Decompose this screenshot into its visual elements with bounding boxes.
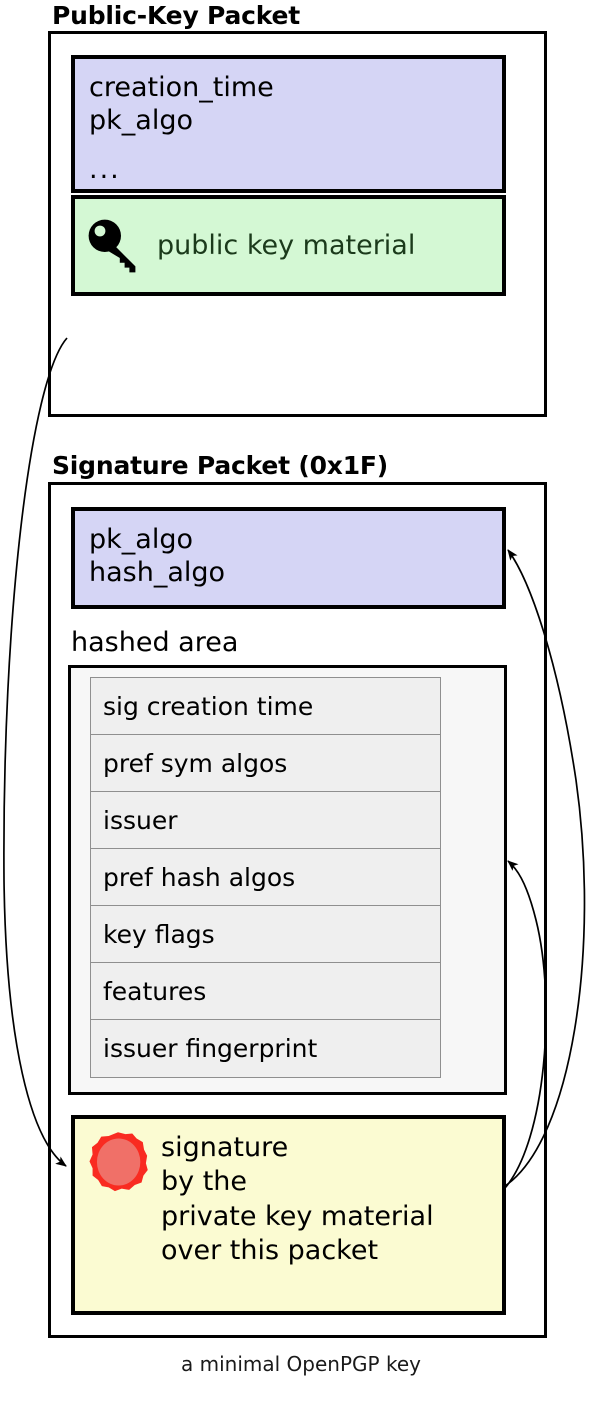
public-key-packet-title: Public-Key Packet: [52, 1, 301, 30]
public-key-metadata-box: creation_time pk_algo ...: [71, 55, 506, 193]
hashed-area-box: sig creation time pref sym algos issuer …: [68, 665, 507, 1095]
list-item: key flags: [91, 906, 440, 963]
public-key-packet-frame: creation_time pk_algo ... public key mat…: [48, 31, 547, 417]
list-item: pref hash algos: [91, 849, 440, 906]
signature-block-box: signature by the private key material ov…: [71, 1115, 506, 1315]
list-item: sig creation time: [91, 678, 440, 735]
signature-line-3: private key material: [161, 1200, 434, 1232]
sig-meta-line-pk-algo: pk_algo: [89, 524, 193, 555]
signature-line-4: over this packet: [161, 1234, 379, 1266]
signature-line-2: by the: [161, 1166, 248, 1198]
signature-packet-frame: pk_algo hash_algo hashed area sig creati…: [48, 482, 547, 1338]
signature-line-1: signature: [161, 1132, 289, 1163]
public-key-material-label: public key material: [157, 229, 416, 261]
signature-packet-metadata-box: pk_algo hash_algo: [71, 507, 506, 609]
signature-packet-title: Signature Packet (0x1F): [52, 451, 389, 480]
key-icon: [88, 219, 136, 272]
signature-block-text: signature by the private key material ov…: [161, 1131, 434, 1268]
list-item: features: [91, 963, 440, 1020]
pk-meta-line-creation-time: creation_time: [89, 72, 274, 103]
public-key-material-box: public key material: [71, 195, 506, 296]
wax-seal-icon: [89, 1132, 148, 1192]
hashed-subpacket-list: sig creation time pref sym algos issuer …: [90, 677, 441, 1078]
list-item: pref sym algos: [91, 735, 440, 792]
signature-block-row: signature by the private key material ov…: [75, 1119, 502, 1311]
pk-meta-line-pk-algo: pk_algo: [89, 105, 193, 137]
public-key-material-row: public key material: [75, 199, 502, 292]
sig-meta-line-hash-algo: hash_algo: [89, 557, 226, 589]
pk-meta-ellipsis: ...: [89, 154, 121, 186]
list-item: issuer fingerprint: [103, 1034, 318, 1063]
diagram-caption: a minimal OpenPGP key: [181, 1352, 421, 1376]
list-item: issuer: [91, 792, 440, 849]
hashed-area-label: hashed area: [71, 627, 239, 658]
